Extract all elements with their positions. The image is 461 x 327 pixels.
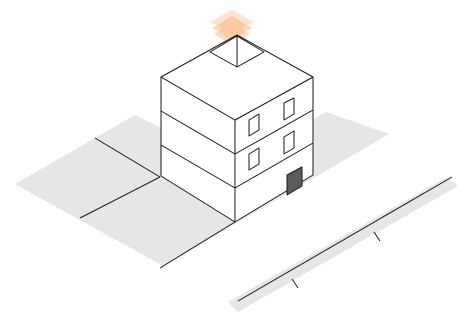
building [160, 34, 314, 223]
floor-line-2 [160, 109, 314, 155]
window-middle-left [248, 147, 260, 171]
window-upper-left [248, 113, 260, 137]
floor-line-1 [160, 142, 314, 189]
lot-line-left [79, 176, 161, 219]
building-roof [160, 34, 314, 121]
street-tick-1 [291, 278, 299, 289]
window-middle-right [283, 130, 295, 155]
sidewalk-strip [228, 177, 458, 312]
door [286, 166, 303, 196]
lot-line-back [94, 137, 161, 178]
street-tick-2 [373, 231, 381, 242]
lot-lines [79, 137, 453, 302]
roof-light [209, 35, 265, 68]
street-curb [237, 176, 453, 302]
window-upper-right [283, 97, 295, 121]
lot-line-front [159, 221, 236, 269]
